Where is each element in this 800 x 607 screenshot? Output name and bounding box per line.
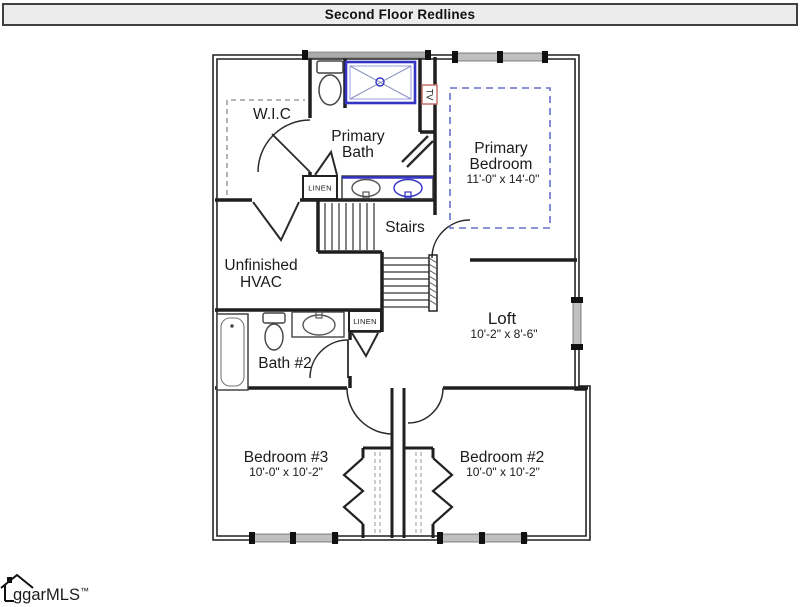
linen-closet-upper: LINEN <box>302 175 338 200</box>
room-label-hvac-2: HVAC <box>240 274 282 291</box>
stair-railing <box>428 254 438 312</box>
room-label-primary-bath-2: Bath <box>342 144 374 161</box>
door-arc-bedroom2 <box>407 387 444 424</box>
mls-logo: ggarMLS™ <box>0 573 89 604</box>
door-arc-bath2 <box>309 339 349 379</box>
room-label-primary-bedroom-1: Primary <box>474 140 528 157</box>
room-dims-primary-bedroom: 11'-0" x 14'-0" <box>467 172 540 186</box>
bathtub-icon <box>216 313 249 391</box>
closet-bifold-doors <box>342 457 454 525</box>
room-label-primary-bath-1: Primary <box>331 128 385 145</box>
door-arc-bedroom3 <box>346 387 394 435</box>
window-primary-bedroom <box>452 51 548 63</box>
tv-marker: TV <box>421 84 438 105</box>
vanity-double-sink <box>341 175 434 200</box>
title-bar: Second Floor Redlines <box>2 3 798 26</box>
room-labels: W.I.C Primary Bath Primary Bedroom 11'-0… <box>224 106 544 479</box>
room-dims-bedroom3: 10'-0" x 10'-2" <box>249 465 323 479</box>
room-label-stairs: Stairs <box>385 219 425 236</box>
room-label-hvac-1: Unfinished <box>224 257 297 274</box>
wall-chase-band <box>302 50 431 60</box>
toilet-icon-primary-bath <box>316 60 344 106</box>
house-icon <box>0 573 34 602</box>
door-diagonal-primary-bath <box>401 135 434 168</box>
page-title: Second Floor Redlines <box>324 7 476 22</box>
wic-shelf-line <box>226 99 305 195</box>
door-wedge-linen-lower <box>351 332 379 359</box>
stairs-treads <box>324 203 429 308</box>
window-bedroom3 <box>249 532 339 544</box>
linen-lower-label: LINEN <box>353 317 377 326</box>
window-bedroom2 <box>437 532 528 544</box>
mls-logo-text: ggarMLS™ <box>13 586 89 604</box>
tv-marker-label: TV <box>425 89 435 101</box>
door-arc-wic <box>257 119 311 173</box>
toilet-icon-bath2 <box>262 312 286 351</box>
room-label-loft: Loft <box>488 309 517 328</box>
sink-icon-bath2 <box>291 311 345 338</box>
door-arc-primary-bedroom <box>431 219 471 259</box>
linen-upper-label: LINEN <box>308 184 332 193</box>
windows <box>249 50 583 544</box>
door-wedge-linen-upper <box>314 149 338 176</box>
window-loft <box>571 297 583 350</box>
doors <box>252 119 471 435</box>
linen-closet-lower: LINEN <box>348 310 382 332</box>
room-label-bath2: Bath #2 <box>258 355 311 372</box>
room-dims-loft: 10'-2" x 8'-6" <box>470 327 537 341</box>
shower-fixture <box>344 60 417 105</box>
door-wedge-hvac <box>252 201 300 242</box>
room-label-bedroom2: Bedroom #2 <box>460 449 544 466</box>
room-label-primary-bedroom-2: Bedroom <box>470 156 533 173</box>
room-label-bedroom3: Bedroom #3 <box>244 449 328 466</box>
primary-bedroom-redline-outline <box>449 87 551 229</box>
closet-rod-lines <box>374 452 422 533</box>
room-label-wic: W.I.C <box>253 106 291 123</box>
room-dims-bedroom2: 10'-0" x 10'-2" <box>466 465 540 479</box>
